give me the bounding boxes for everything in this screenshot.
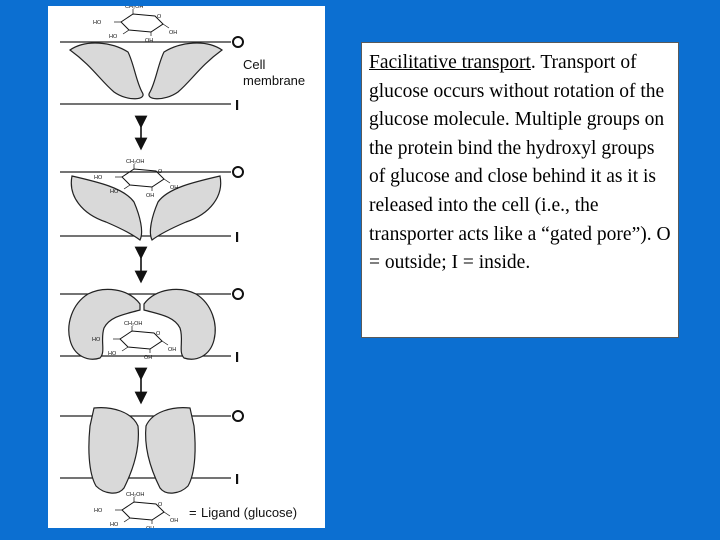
glucose-oh-label: OH: [146, 526, 154, 528]
glucose-ho-label: HO: [110, 522, 119, 528]
transporter-right-subunit: [145, 407, 196, 494]
transporter-left-subunit: [70, 175, 143, 241]
glucose-oh-label: OH: [168, 347, 176, 353]
glucose-ch2oh-label: CH₂OH: [126, 492, 144, 498]
transporter-right-subunit: [149, 175, 222, 241]
stage-4: I: [60, 407, 244, 494]
glucose-ho-label: HO: [94, 508, 103, 514]
legend: CH₂OH HO HO OH OH O = Ligand (glucose): [94, 492, 297, 528]
inside-label: I: [235, 229, 239, 246]
transporter-left-subunit: [68, 42, 144, 100]
transporter-right-subunit: [148, 42, 224, 100]
glucose-oh-label: OH: [170, 185, 178, 191]
transport-diagram: CH₂OH HO HO OH OH O O Cell membrane I CH…: [60, 6, 305, 528]
glucose-ring-o-label: O: [158, 502, 163, 508]
glucose-ring-o-label: O: [158, 169, 163, 175]
outside-marker: [232, 36, 244, 48]
glucose-oh-label: OH: [144, 355, 152, 361]
legend-equals: =: [189, 505, 197, 520]
membrane-label-line1: Cell: [243, 57, 266, 72]
legend-text: Ligand (glucose): [201, 505, 297, 520]
glucose-molecule: CH₂OH HO HO OH OH O: [92, 321, 176, 361]
transporter-left-subunit: [68, 288, 141, 360]
outside-marker: [232, 166, 244, 178]
glucose-ring-o-label: O: [156, 331, 161, 337]
transporter-right-subunit: [143, 288, 216, 360]
caption-body: . Transport of glucose occurs without ro…: [369, 52, 671, 274]
stage-2: CH₂OH HO HO OH OH O I: [60, 159, 244, 246]
outside-marker: [232, 410, 244, 422]
membrane-label-line2: membrane: [243, 73, 305, 88]
glucose-oh-label: OH: [145, 38, 153, 44]
glucose-ho-label: HO: [108, 351, 117, 357]
caption-title: Facilitative transport: [369, 52, 531, 73]
inside-label: I: [235, 349, 239, 366]
inside-label: I: [235, 97, 239, 114]
glucose-ch2oh-label: CH₂OH: [124, 321, 142, 327]
glucose-ho-label: HO: [92, 337, 101, 343]
glucose-ch2oh-label: CH₂OH: [126, 159, 144, 165]
glucose-ho-label: HO: [93, 20, 102, 26]
transporter-left-subunit: [88, 407, 139, 494]
transport-diagram-panel: CH₂OH HO HO OH OH O O Cell membrane I CH…: [48, 6, 325, 528]
glucose-ch2oh-label: CH₂OH: [125, 6, 143, 10]
glucose-molecule: CH₂OH HO HO OH OH O: [93, 6, 177, 44]
inside-label: I: [235, 471, 239, 488]
caption-box: Facilitative transport. Transport of glu…: [361, 42, 679, 338]
glucose-oh-label: OH: [146, 193, 154, 199]
glucose-ho-label: HO: [110, 189, 119, 195]
glucose-ho-label: HO: [109, 34, 118, 40]
glucose-ho-label: HO: [94, 175, 103, 181]
stage-3: CH₂OH HO HO OH OH O I: [60, 288, 244, 366]
glucose-oh-label: OH: [170, 518, 178, 524]
outside-marker: [232, 288, 244, 300]
stage-1: CH₂OH HO HO OH OH O O Cell membrane I: [60, 6, 305, 114]
legend-glucose-icon: CH₂OH HO HO OH OH O: [94, 492, 178, 528]
glucose-oh-label: OH: [169, 30, 177, 36]
glucose-ring-o-label: O: [157, 14, 162, 20]
glucose-molecule: CH₂OH HO HO OH OH O: [94, 159, 178, 199]
